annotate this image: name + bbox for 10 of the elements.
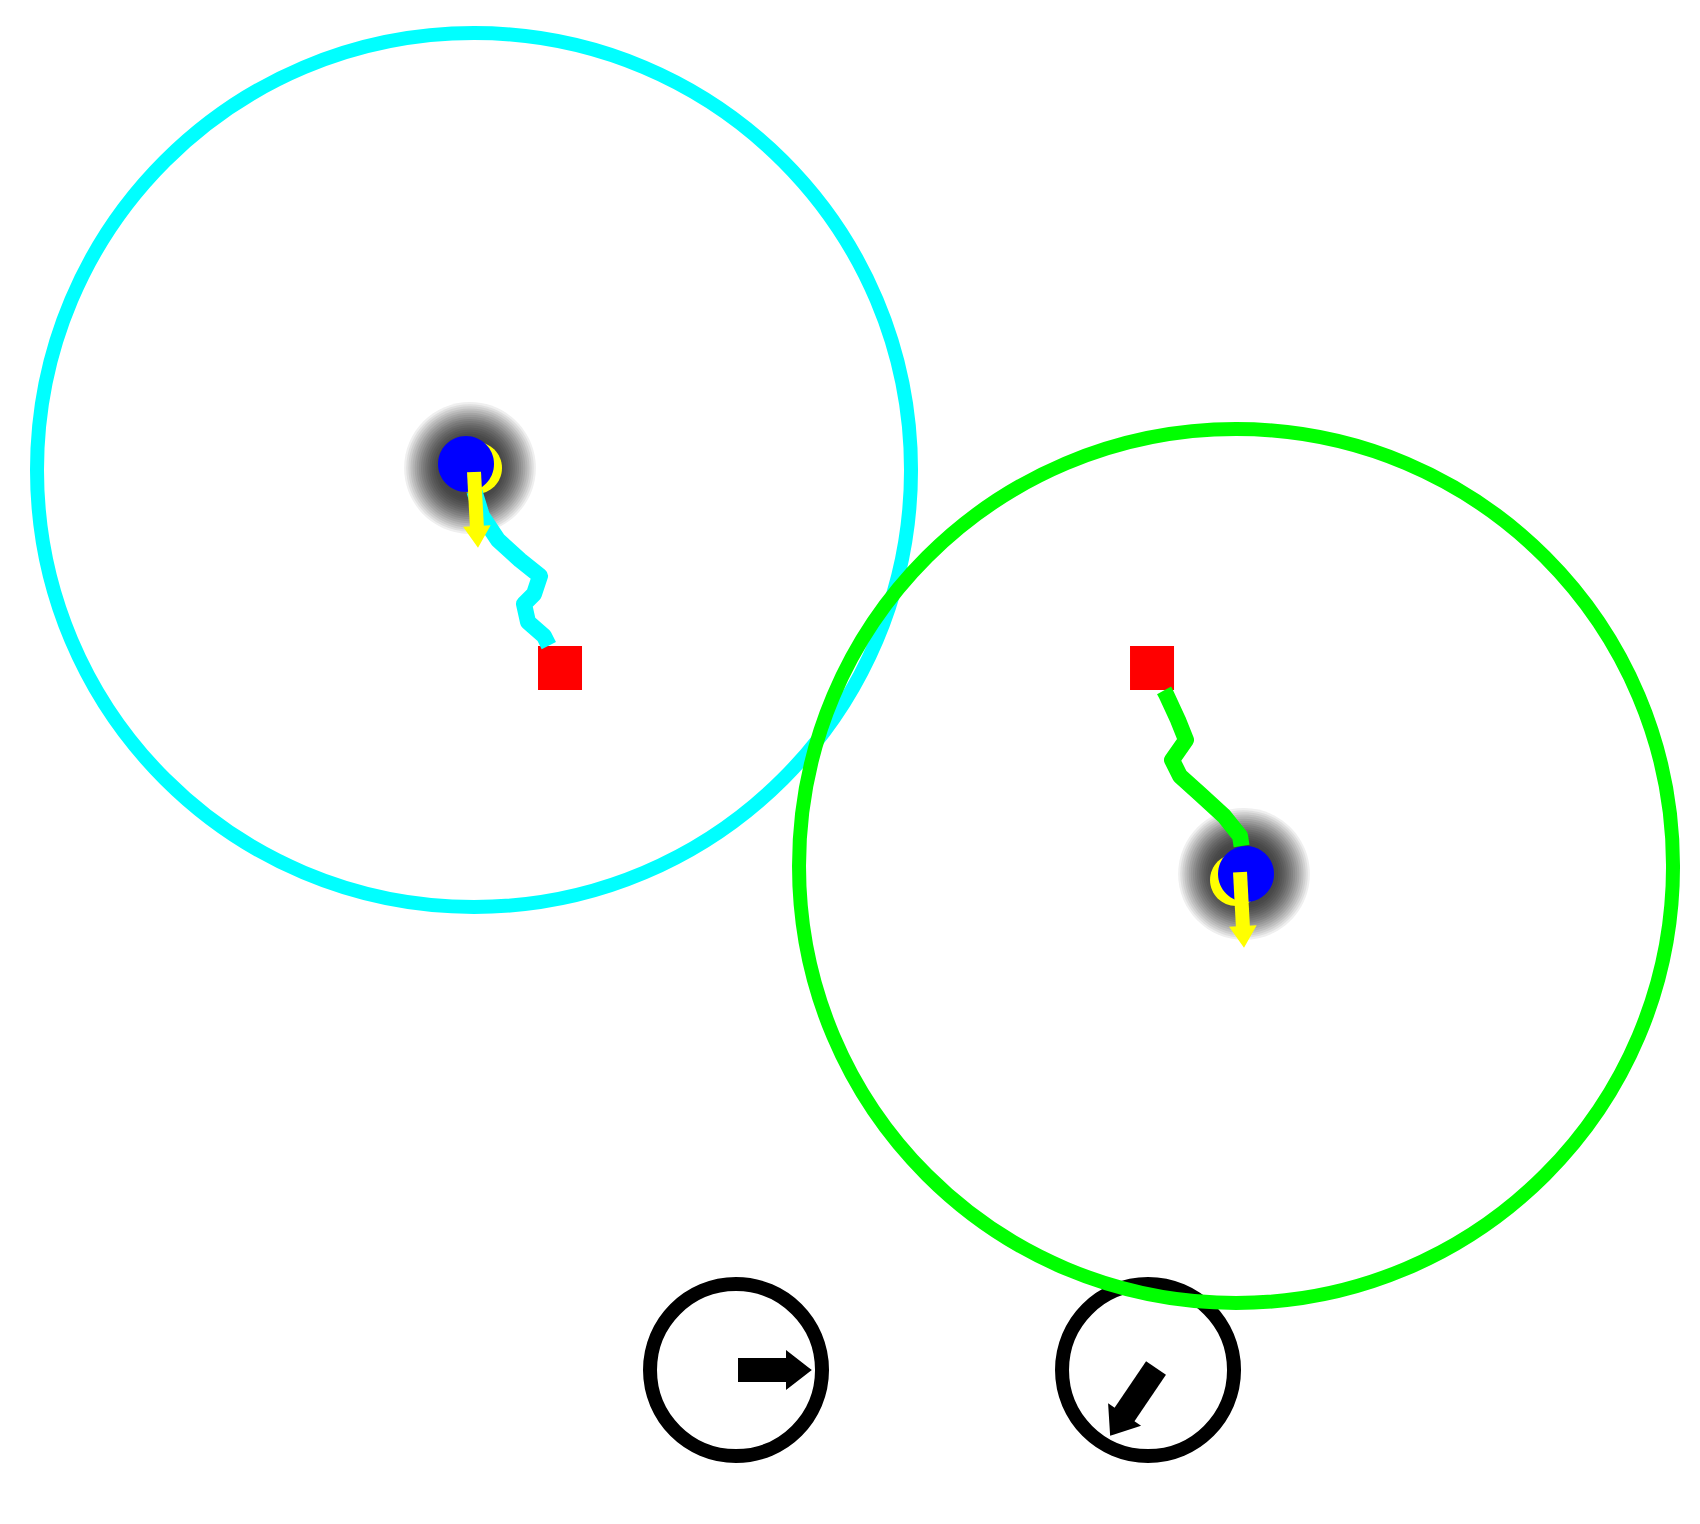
compass-dial xyxy=(1055,1277,1241,1463)
compass-dial xyxy=(643,1277,829,1463)
range-circle xyxy=(30,26,918,914)
agent-dot xyxy=(438,436,502,494)
agent-dot xyxy=(1210,846,1274,906)
goal-square xyxy=(1130,646,1174,690)
range-circle xyxy=(792,422,1681,1310)
goal-square xyxy=(538,646,582,690)
trail-line xyxy=(1157,686,1250,848)
trail-line xyxy=(466,488,556,650)
